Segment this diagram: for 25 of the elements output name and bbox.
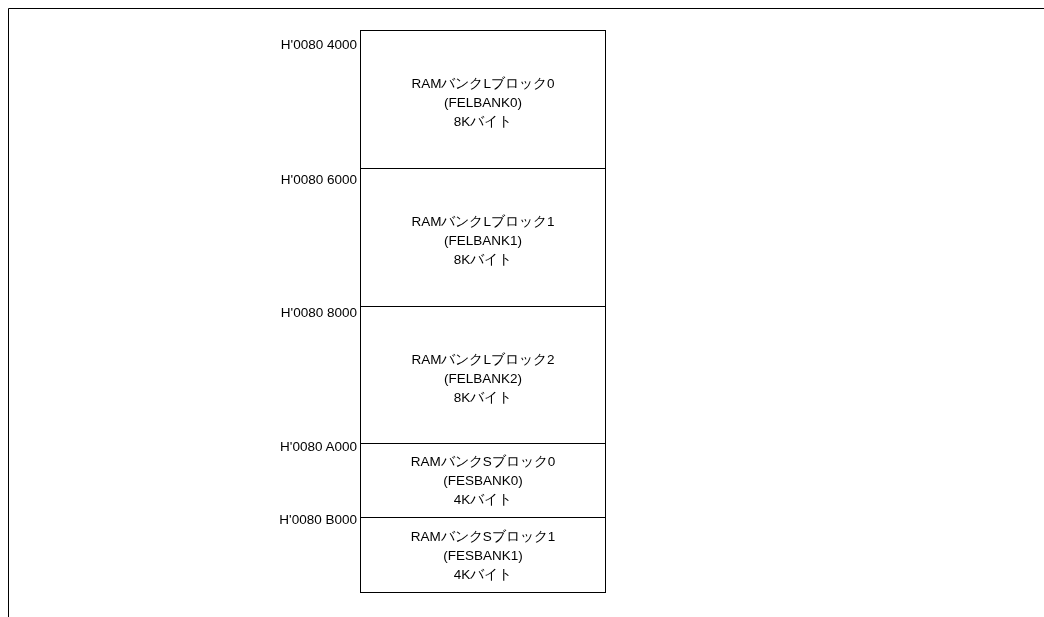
block-label: 8Kバイト: [453, 113, 513, 131]
block-label: (FELBANK0): [444, 94, 522, 112]
memory-block: [360, 30, 606, 169]
block-label: 8Kバイト: [453, 251, 513, 269]
memory-block: [360, 168, 606, 307]
block-label: RAMバンクLブロック2: [411, 350, 555, 369]
address-label: H'0080 4000: [280, 37, 357, 53]
block-label: RAMバンクSブロック1: [410, 527, 556, 546]
block-label: (FESBANK1): [443, 546, 523, 565]
block-label: RAMバンクLブロック1: [411, 213, 555, 231]
memory-block: [360, 306, 606, 444]
memory-block: [360, 517, 606, 593]
address-label: H'0080 B000: [279, 512, 357, 528]
block-label: (FELBANK1): [444, 232, 522, 250]
block-label: 8Kバイト: [453, 388, 513, 407]
block-label: 4Kバイト: [453, 565, 513, 584]
block-label: (FESBANK0): [443, 472, 523, 490]
address-label: H'0080 6000: [280, 172, 357, 188]
block-label: RAMバンクSブロック0: [410, 453, 556, 471]
memory-block: [360, 443, 606, 518]
block-label: 4Kバイト: [453, 491, 513, 509]
address-label: H'0080 8000: [280, 305, 357, 321]
address-label: H'0080 A000: [280, 439, 357, 455]
block-label: RAMバンクLブロック0: [411, 75, 555, 93]
block-label: (FELBANK2): [444, 369, 522, 388]
